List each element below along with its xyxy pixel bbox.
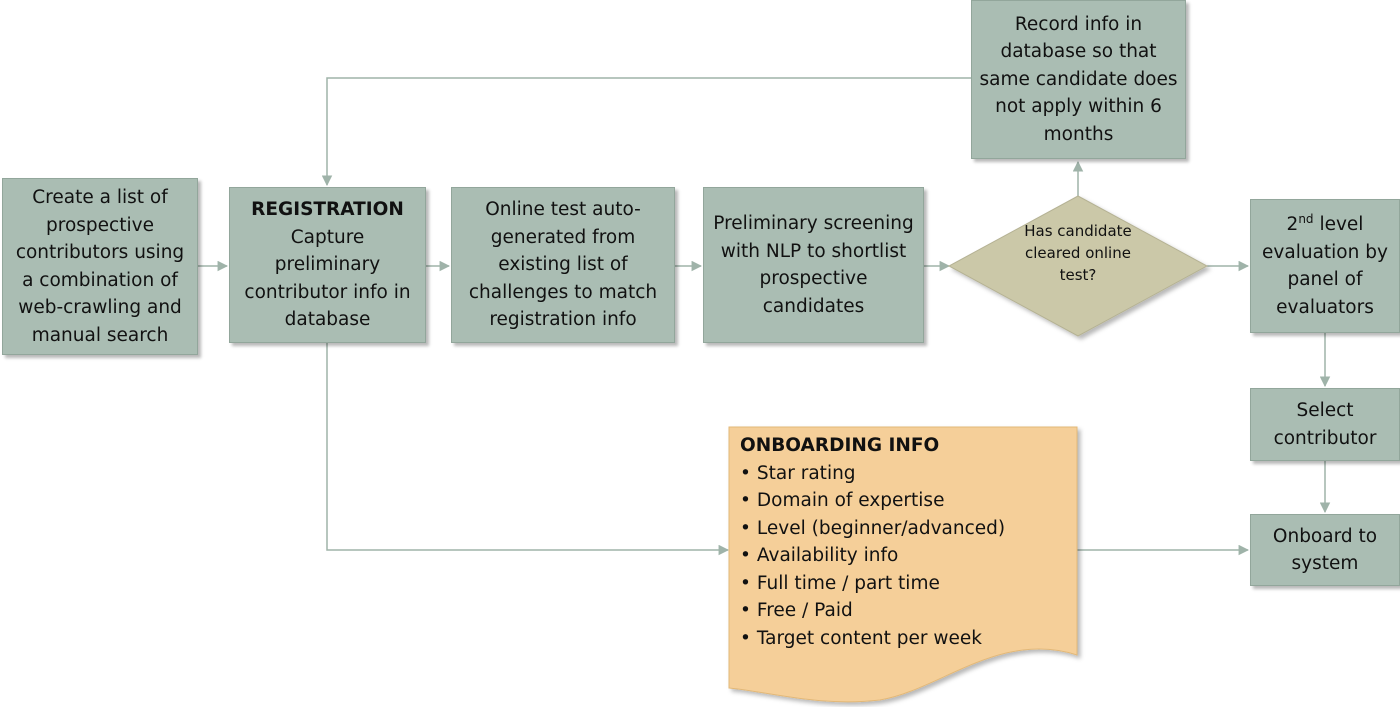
onboarding-info-item: Domain of expertise	[740, 487, 1070, 515]
online-test-text: Online test auto-generated from existing…	[468, 199, 658, 331]
select-contributor-text: Select contributor	[1273, 400, 1377, 449]
onboarding-info-content: ONBOARDING INFO Star rating Domain of ex…	[740, 432, 1070, 652]
onboard-box: Onboard to system	[1250, 514, 1400, 586]
onboarding-info-item: Free / Paid	[740, 597, 1070, 625]
record-info-text: Record info in database so that same can…	[979, 13, 1178, 145]
registration-text: Capture preliminary contributor info in …	[244, 226, 411, 331]
onboarding-info-item: Star rating	[740, 460, 1070, 488]
decision-diamond	[947, 195, 1209, 337]
preliminary-screening-text: Preliminary screening with NLP to shortl…	[713, 213, 914, 317]
registration-box: REGISTRATION Capture preliminary contrib…	[229, 187, 426, 343]
onboarding-info-item: Target content per week	[740, 625, 1070, 653]
onboarding-info-item: Availability info	[740, 542, 1070, 570]
decision-text: Has candidate cleared online test?	[1024, 222, 1132, 284]
record-info-box: Record info in database so that same can…	[971, 0, 1186, 159]
online-test-box: Online test auto-generated from existing…	[451, 187, 675, 343]
preliminary-screening-box: Preliminary screening with NLP to shortl…	[703, 187, 924, 343]
select-contributor-box: Select contributor	[1250, 388, 1400, 461]
registration-title: REGISTRATION	[251, 199, 404, 221]
second-level-ordinal: 2	[1286, 214, 1299, 235]
second-level-ordinal-suffix: nd	[1298, 211, 1314, 226]
second-level-text: 2nd level evaluation by panel of evaluat…	[1257, 211, 1393, 321]
create-list-box: Create a list of prospective contributor…	[2, 178, 198, 355]
second-level-body: level evaluation by panel of evaluators	[1262, 214, 1388, 318]
second-level-evaluation-box: 2nd level evaluation by panel of evaluat…	[1250, 199, 1400, 333]
onboarding-info-item: Full time / part time	[740, 570, 1070, 598]
onboarding-info-item: Level (beginner/advanced)	[740, 515, 1070, 543]
onboarding-info-title: ONBOARDING INFO	[740, 435, 940, 456]
arrow-record-to-registration	[321, 77, 971, 187]
create-list-text: Create a list of prospective contributor…	[15, 187, 185, 346]
onboard-text: Onboard to system	[1272, 525, 1378, 575]
arrow-registration-to-onboarding-info	[326, 343, 730, 556]
